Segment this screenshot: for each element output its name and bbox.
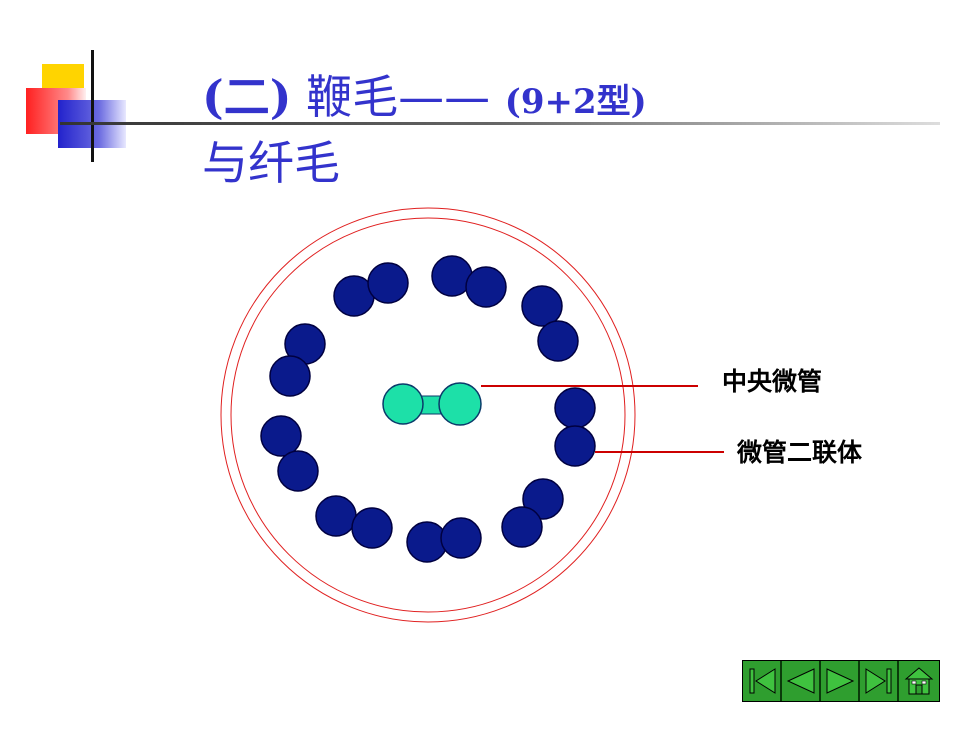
doublet-3-b-tubule [537,320,579,362]
doublet-group [260,255,596,563]
first-slide-button[interactable] [743,661,782,701]
doublet-9-b-tubule [440,517,482,559]
doublet-6-b-tubule [277,450,319,492]
doublet-7-b-tubule [501,506,543,548]
doublet-4-b-tubule [269,355,311,397]
inner-membrane [230,217,626,613]
next-slide-button[interactable] [821,661,860,701]
central-microtubule-right [438,382,482,426]
deco-horizontal-line [60,122,940,125]
last-slide-button[interactable] [860,661,899,701]
title-main: 鞭毛—— [306,70,491,124]
doublet-7-a-tubule [522,478,564,520]
next-icon [826,668,854,694]
page-title: (二) 鞭毛—— (9+2型) [202,74,647,120]
label-central-microtubule: 中央微管 [722,367,823,396]
doublet-5-b-tubule [554,425,596,467]
doublet-3-a-tubule [521,285,563,327]
page-title-line2: 与纤毛 [202,136,340,190]
home-icon [904,667,934,695]
doublet-1-b-tubule [367,262,409,304]
outer-membrane [220,207,636,623]
last-icon [865,668,891,694]
doublet-6-a-tubule [260,415,302,457]
slide-navigation [742,660,940,702]
first-icon [749,668,775,694]
central-microtubule-left [382,383,424,425]
previous-slide-button[interactable] [782,661,821,701]
prev-icon [786,668,814,694]
deco-vertical-line [91,50,94,162]
title-paren: (二) [202,70,292,124]
doublet-8-a-tubule [315,495,357,537]
central-pair [382,382,482,426]
label-microtubule-doublet: 微管二联体 [737,438,863,467]
doublet-2-b-tubule [465,266,507,308]
title-sub: (9+2型) [504,82,647,122]
doublet-8-b-tubule [351,507,393,549]
home-button[interactable] [899,661,939,701]
doublet-5-a-tubule [554,387,596,429]
